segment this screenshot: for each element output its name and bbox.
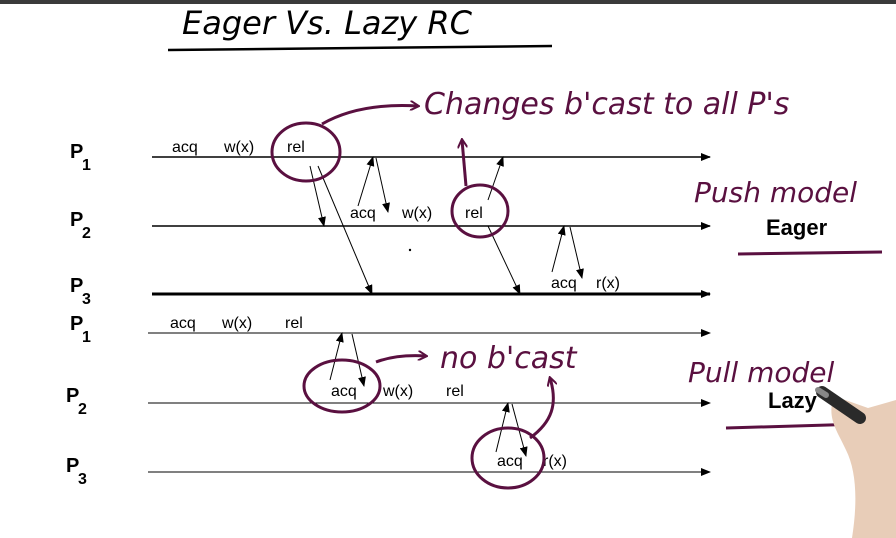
lazy-msg-p1-p2-grant	[351, 333, 366, 387]
eager-msg-p1-p2-a	[309, 165, 326, 227]
eager-p1-rel-circle	[270, 121, 342, 183]
eager-msg-p2-p3-grant	[569, 226, 584, 279]
eager-p3-op-acq: acq	[551, 275, 577, 292]
eager-label: Eager	[766, 215, 828, 240]
lazy-p1-sub: 1	[82, 329, 91, 346]
eager-msg-p1-p2-grant	[375, 157, 390, 213]
eager-p2-op-rel: rel	[465, 205, 483, 222]
lazy-p2-acq-circle	[302, 358, 382, 414]
lazy-label: Lazy	[768, 388, 818, 413]
eager-p3-label: P	[70, 275, 83, 297]
eager-p2-op-acq: acq	[350, 205, 376, 222]
lazy-p1-op-rel: rel	[285, 315, 303, 332]
lazy-p3-op-read: r(x)	[543, 453, 567, 470]
changes-arrow	[321, 106, 418, 126]
eager-p3-sub: 3	[82, 291, 91, 308]
lazy-p2-sub: 2	[78, 401, 87, 418]
eager-p3-op-read: r(x)	[596, 275, 620, 292]
eager-msg-p2-p1-rel	[487, 156, 504, 201]
eager-msg-p2-p3-rel	[487, 225, 521, 295]
presenter-hand	[815, 386, 896, 538]
title-underline	[167, 44, 553, 52]
lazy-p1-op-write: w(x)	[221, 315, 252, 332]
pull-model-annotation: Pull model	[688, 356, 834, 389]
eager-msg-p3-p2-req	[551, 225, 566, 273]
eager-p2-op-write: w(x)	[401, 205, 432, 222]
lazy-p2-op-rel: rel	[446, 383, 464, 400]
eager-underline	[737, 250, 883, 256]
lazy-p3-label: P	[66, 455, 79, 477]
eager-p1-op-write: w(x)	[223, 139, 254, 156]
lazy-p3-acq-circle	[470, 426, 546, 490]
lazy-p2-label: P	[66, 385, 79, 407]
eager-p1-label: P	[70, 141, 83, 163]
lazy-msg-p2-p1-req	[329, 332, 344, 381]
lazy-p3-curved-arrow	[529, 378, 553, 440]
lazy-p2-op-acq: acq	[331, 383, 357, 400]
no-bcast-arrow	[375, 356, 426, 364]
eager-p1-sub: 1	[82, 157, 91, 174]
eager-p1-op-rel: rel	[287, 139, 305, 156]
stray-dot	[408, 248, 412, 252]
eager-p2-up-arrow	[462, 140, 466, 187]
changes-bcast-annotation: Changes b'cast to all P's	[424, 87, 789, 122]
no-bcast-annotation: no b'cast	[440, 341, 578, 376]
eager-p2-sub: 2	[82, 225, 91, 242]
lazy-p1-label: P	[70, 313, 83, 335]
diagram-title: Eager Vs. Lazy RC	[182, 4, 473, 42]
lazy-p1-op-acq: acq	[170, 315, 196, 332]
eager-msg-p2-p1-req	[357, 156, 375, 207]
lazy-p3-sub: 3	[78, 471, 87, 488]
lazy-p2-op-write: w(x)	[382, 383, 413, 400]
push-model-annotation: Push model	[694, 176, 857, 209]
top-border	[0, 0, 896, 4]
eager-p1-op-acq: acq	[172, 139, 198, 156]
eager-p2-rel-circle	[450, 183, 510, 239]
eager-p2-label: P	[70, 209, 83, 231]
eager-msg-p1-p3	[317, 165, 373, 295]
lazy-p3-op-acq: acq	[497, 453, 523, 470]
